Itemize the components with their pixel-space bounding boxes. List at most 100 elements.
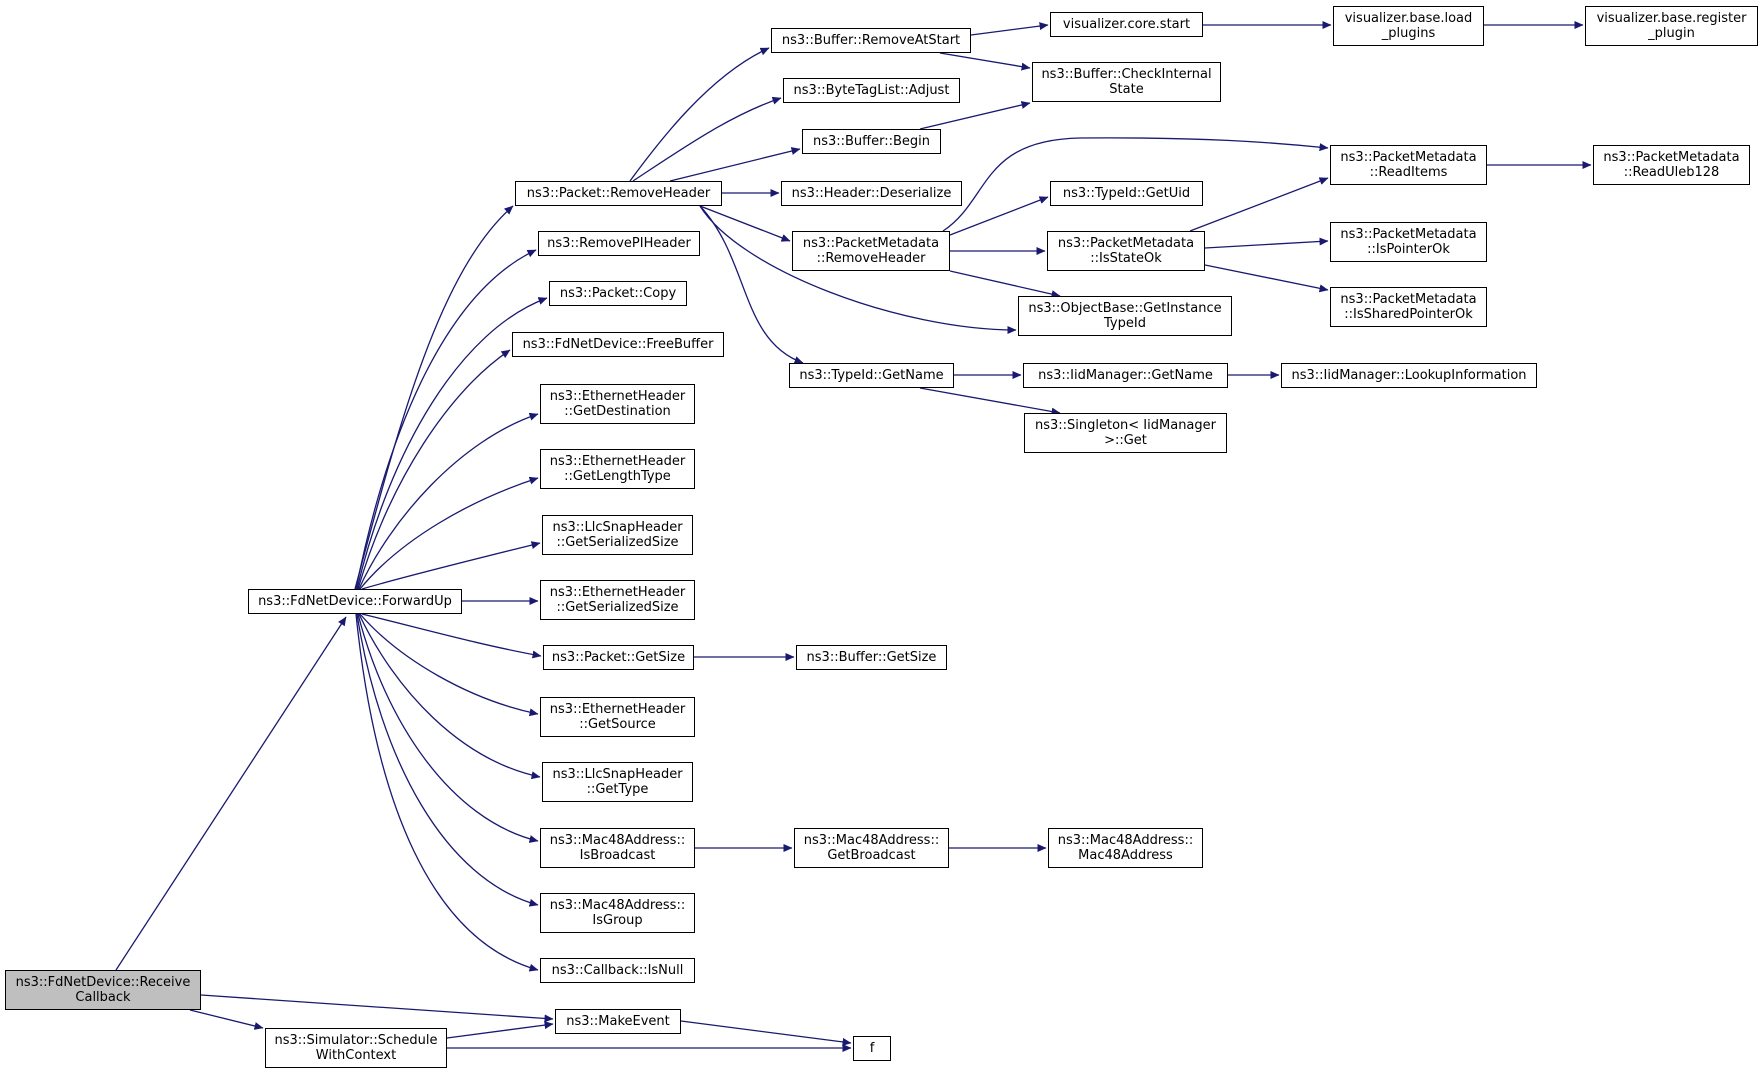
node-packet-get-size[interactable]: ns3::Packet::GetSize (543, 645, 694, 670)
edge-remove-header-to-get-name (699, 205, 804, 364)
node-receive-callback-line1: ns3::FdNetDevice::Receive (15, 975, 191, 990)
node-singleton-get-line1: ns3::Singleton< IidManager (1034, 418, 1216, 433)
node-remove-pi-header[interactable]: ns3::RemovePIHeader (538, 231, 700, 256)
edge-make-event-to-f (680, 1020, 852, 1046)
node-buffer-remove-at-start[interactable]: ns3::Buffer::RemoveAtStart (771, 28, 971, 53)
node-metadata-is-shared-pointer-ok[interactable]: ns3::PacketMetadata ::IsSharedPointerOk (1330, 287, 1487, 327)
node-header-deserialize[interactable]: ns3::Header::Deserialize (781, 181, 962, 206)
node-mac-is-group-line1: ns3::Mac48Address:: (549, 898, 686, 913)
node-visualizer-load-plugins-line1: visualizer.base.load (1344, 11, 1473, 26)
edge-remove-header-to-instance (699, 205, 1017, 334)
node-schedule-with-context-line2: WithContext (315, 1048, 397, 1063)
node-visualizer-register-plugin-line2: _plugin (1648, 26, 1695, 41)
node-mac48address-ctor-line2: Mac48Address (1078, 848, 1173, 863)
node-llc-get-serialized-size-line1: ns3::LlcSnapHeader (552, 520, 683, 535)
node-llc-get-type[interactable]: ns3::LlcSnapHeader ::GetType (542, 762, 693, 802)
node-mac-is-broadcast[interactable]: ns3::Mac48Address:: IsBroadcast (540, 828, 695, 868)
node-packet-remove-header[interactable]: ns3::Packet::RemoveHeader (515, 181, 722, 206)
edge-receive-to-make-event (200, 994, 554, 1023)
node-metadata-is-state-ok[interactable]: ns3::PacketMetadata ::IsStateOk (1047, 231, 1205, 271)
edge-meta-remove-to-instance (949, 270, 1061, 299)
node-eth-get-destination[interactable]: ns3::EthernetHeader ::GetDestination (540, 384, 695, 424)
node-visualizer-register-plugin[interactable]: visualizer.base.register _plugin (1585, 6, 1758, 46)
edge-remove-header-to-begin (669, 147, 801, 182)
node-visualizer-core-start[interactable]: visualizer.core.start (1050, 12, 1203, 37)
node-f[interactable]: f (853, 1036, 891, 1061)
node-mac-get-broadcast[interactable]: ns3::Mac48Address:: GetBroadcast (794, 828, 949, 868)
edge-state-ok-to-shared-ok (1204, 264, 1329, 293)
node-mac48address-ctor[interactable]: ns3::Mac48Address:: Mac48Address (1048, 828, 1203, 868)
node-mac-get-broadcast-line1: ns3::Mac48Address:: (803, 833, 940, 848)
node-free-buffer[interactable]: ns3::FdNetDevice::FreeBuffer (512, 332, 724, 357)
node-visualizer-load-plugins[interactable]: visualizer.base.load _plugins (1333, 6, 1484, 46)
node-objectbase-get-instance-typeid[interactable]: ns3::ObjectBase::GetInstance TypeId (1018, 296, 1232, 336)
node-typeid-get-name[interactable]: ns3::TypeId::GetName (789, 363, 954, 388)
node-eth-get-length-type-line1: ns3::EthernetHeader (549, 454, 686, 469)
node-make-event-line1: ns3::MakeEvent (566, 1014, 670, 1029)
node-f-line1: f (869, 1041, 875, 1056)
node-eth-get-serialized-size-line1: ns3::EthernetHeader (549, 585, 686, 600)
node-buffer-begin-line1: ns3::Buffer::Begin (812, 134, 931, 149)
node-typeid-get-name-line1: ns3::TypeId::GetName (799, 368, 944, 383)
node-mac-is-group[interactable]: ns3::Mac48Address:: IsGroup (540, 893, 695, 933)
node-buffer-get-size-line1: ns3::Buffer::GetSize (806, 650, 937, 665)
node-eth-get-length-type[interactable]: ns3::EthernetHeader ::GetLengthType (540, 449, 695, 489)
node-iidmanager-get-name[interactable]: ns3::IidManager::GetName (1023, 363, 1228, 388)
node-eth-get-serialized-size-line2: ::GetSerializedSize (556, 600, 679, 615)
edge-forward-up-to-copy (356, 297, 548, 590)
node-objectbase-get-instance-typeid-line1: ns3::ObjectBase::GetInstance (1028, 301, 1222, 316)
node-buffer-begin[interactable]: ns3::Buffer::Begin (802, 129, 941, 154)
node-metadata-read-uleb128[interactable]: ns3::PacketMetadata ::ReadUleb128 (1593, 145, 1750, 185)
node-eth-get-source-line2: ::GetSource (579, 717, 656, 732)
node-visualizer-core-start-line1: visualizer.core.start (1062, 17, 1191, 32)
edge-remove-header-to-meta-remove (699, 205, 791, 242)
node-schedule-with-context[interactable]: ns3::Simulator::Schedule WithContext (265, 1028, 447, 1068)
node-metadata-is-pointer-ok-line2: ::IsPointerOk (1367, 242, 1450, 257)
node-metadata-read-items[interactable]: ns3::PacketMetadata ::ReadItems (1330, 145, 1487, 185)
node-make-event[interactable]: ns3::MakeEvent (555, 1009, 681, 1034)
edge-remove-header-to-adjust (632, 96, 782, 182)
node-eth-get-serialized-size[interactable]: ns3::EthernetHeader ::GetSerializedSize (540, 580, 695, 620)
node-callback-is-null[interactable]: ns3::Callback::IsNull (540, 958, 695, 983)
edge-remove-at-start-to-check (939, 52, 1031, 71)
node-bytetaglist-adjust[interactable]: ns3::ByteTagList::Adjust (783, 78, 960, 103)
node-packet-copy[interactable]: ns3::Packet::Copy (549, 281, 687, 306)
edge-forward-up-to-llc-size (361, 541, 541, 590)
node-eth-get-source[interactable]: ns3::EthernetHeader ::GetSource (540, 697, 695, 737)
node-receive-callback[interactable]: ns3::FdNetDevice::Receive Callback (5, 970, 201, 1010)
node-remove-pi-header-line1: ns3::RemovePIHeader (547, 236, 691, 251)
edge-schedule-to-make-event (446, 1021, 554, 1039)
node-metadata-is-pointer-ok[interactable]: ns3::PacketMetadata ::IsPointerOk (1330, 222, 1487, 262)
edge-get-name-to-singleton (919, 387, 1061, 416)
node-iidmanager-lookup-information[interactable]: ns3::IidManager::LookupInformation (1281, 363, 1537, 388)
node-callback-is-null-line1: ns3::Callback::IsNull (551, 963, 684, 978)
edge-forward-up-to-get-length (359, 476, 539, 590)
node-metadata-remove-header-line2: ::RemoveHeader (816, 251, 926, 266)
node-metadata-is-state-ok-line1: ns3::PacketMetadata (1057, 236, 1195, 251)
edge-forward-up-to-get-dest (358, 412, 539, 590)
edge-receive-to-forward-up (115, 616, 347, 971)
node-metadata-read-uleb128-line2: ::ReadUleb128 (1623, 165, 1720, 180)
node-buffer-check-internal-state-line1: ns3::Buffer::CheckInternal (1041, 67, 1212, 82)
node-buffer-get-size[interactable]: ns3::Buffer::GetSize (796, 645, 947, 670)
node-objectbase-get-instance-typeid-line2: TypeId (1104, 316, 1146, 331)
node-llc-get-serialized-size[interactable]: ns3::LlcSnapHeader ::GetSerializedSize (542, 515, 693, 555)
node-metadata-read-items-line1: ns3::PacketMetadata (1340, 150, 1477, 165)
node-typeid-get-uid-line1: ns3::TypeId::GetUid (1062, 186, 1191, 201)
node-visualizer-register-plugin-line1: visualizer.base.register (1596, 11, 1747, 26)
node-metadata-is-shared-pointer-ok-line2: ::IsSharedPointerOk (1344, 307, 1473, 322)
node-forward-up[interactable]: ns3::FdNetDevice::ForwardUp (248, 589, 462, 614)
edge-remove-header-to-remove-at-start (629, 47, 770, 182)
node-packet-remove-header-line1: ns3::Packet::RemoveHeader (526, 186, 711, 201)
edge-meta-remove-to-read-items (942, 137, 1329, 232)
node-mac-is-broadcast-line1: ns3::Mac48Address:: (549, 833, 686, 848)
edge-forward-up-to-free-buffer (357, 349, 511, 590)
edge-state-ok-to-pointer-ok (1204, 237, 1329, 249)
node-typeid-get-uid[interactable]: ns3::TypeId::GetUid (1050, 181, 1203, 206)
node-mac48address-ctor-line1: ns3::Mac48Address:: (1057, 833, 1194, 848)
node-singleton-get[interactable]: ns3::Singleton< IidManager >::Get (1024, 413, 1227, 453)
node-buffer-check-internal-state[interactable]: ns3::Buffer::CheckInternal State (1032, 62, 1221, 102)
node-metadata-remove-header[interactable]: ns3::PacketMetadata ::RemoveHeader (792, 231, 950, 271)
